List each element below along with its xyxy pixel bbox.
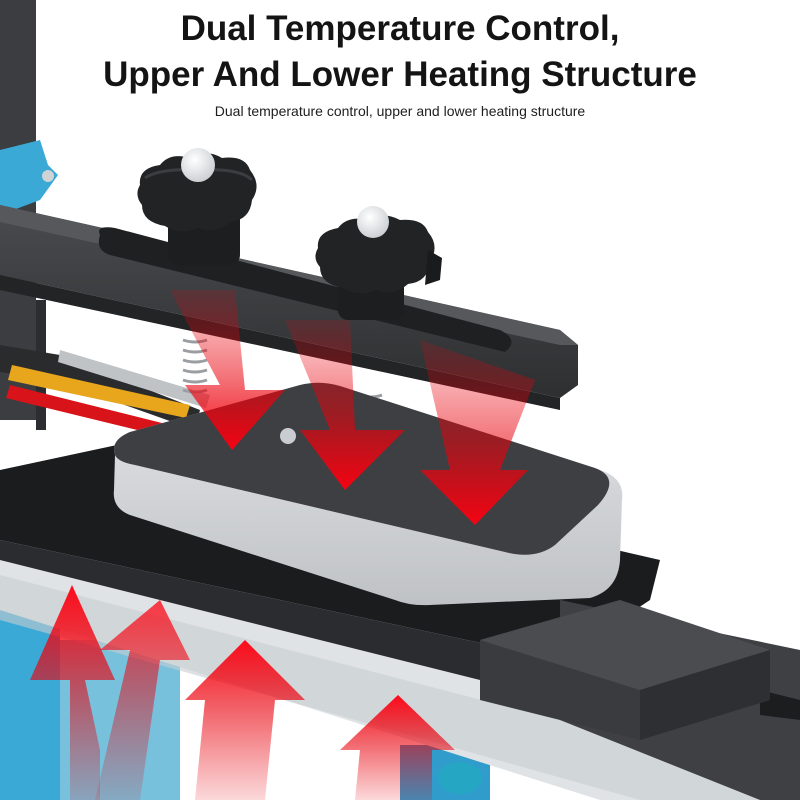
side-block bbox=[480, 600, 770, 740]
arrow-up-icon bbox=[340, 695, 455, 800]
arrow-up-icon bbox=[30, 585, 115, 800]
teal-fitting bbox=[438, 762, 482, 794]
arrow-up-icon bbox=[185, 640, 305, 800]
arrow-down-icon bbox=[420, 340, 535, 525]
knob-right bbox=[315, 206, 442, 320]
knob-left bbox=[137, 148, 257, 265]
heat-arrows-up bbox=[30, 585, 455, 800]
wires bbox=[0, 345, 210, 437]
title-line-2: Upper And Lower Heating Structure bbox=[103, 55, 697, 94]
page-subtitle: Dual temperature control, upper and lowe… bbox=[214, 103, 586, 119]
page-title: Dual Temperature Control, Upper And Lowe… bbox=[0, 6, 800, 98]
heat-arrows-down bbox=[170, 290, 535, 525]
title-line-1: Dual Temperature Control, bbox=[180, 9, 620, 48]
arrow-down-icon bbox=[285, 320, 405, 490]
arrow-down-icon bbox=[170, 290, 285, 450]
